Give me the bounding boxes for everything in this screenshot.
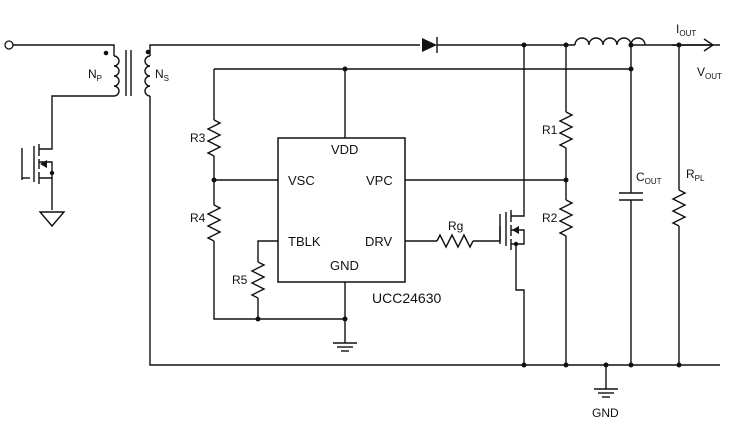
- ic-pin-drv: DRV: [365, 234, 393, 249]
- label-vout: VOUT: [697, 65, 722, 81]
- secondary-return-wire: [149, 96, 720, 366]
- ic-pin-vsc: VSC: [288, 173, 315, 188]
- output-inductor: [574, 37, 646, 46]
- ic-part-name: UCC24630: [372, 290, 441, 306]
- junction-gnd-rpl: [676, 362, 682, 368]
- resistor-rpl: [671, 189, 687, 227]
- label-iout: IOUT: [676, 22, 696, 38]
- output-ground-symbol: [594, 388, 618, 398]
- ic-pin-tblk: TBLK: [288, 234, 321, 249]
- primary-mosfet: [21, 136, 55, 210]
- label-ns: NS: [155, 67, 169, 83]
- ic-body: [277, 137, 406, 283]
- label-r3: R3: [190, 131, 206, 145]
- junction-r5-bottom: [255, 316, 261, 322]
- label-cout: COUT: [636, 170, 662, 186]
- rg-to-gate-wire: [473, 226, 501, 242]
- primary-dot: [103, 50, 109, 56]
- primary-ground-symbol: [38, 211, 66, 228]
- junction-gnd-mosfet: [521, 362, 527, 368]
- primary-winding: [113, 55, 120, 97]
- label-rg: Rg: [448, 219, 463, 233]
- resistor-rg: [436, 233, 474, 249]
- label-gnd: GND: [592, 406, 619, 420]
- output-diode: [422, 37, 438, 53]
- resistor-r5: [250, 261, 266, 299]
- secondary-winding: [144, 55, 151, 97]
- label-r1: R1: [542, 123, 558, 137]
- ic-pin-vdd: VDD: [331, 142, 358, 157]
- ic-pin-vpc: VPC: [366, 173, 393, 188]
- label-r5: R5: [232, 273, 248, 287]
- label-np: NP: [88, 67, 102, 83]
- junction-gnd-cout: [628, 362, 634, 368]
- primary-return-wire: [51, 95, 114, 136]
- junction-rpl-top: [676, 42, 682, 48]
- ic-pin-gnd: GND: [330, 258, 359, 273]
- resistor-r4: [206, 204, 222, 242]
- secondary-dot: [145, 49, 151, 55]
- secondary-top-wire: [149, 44, 420, 56]
- label-r2: R2: [542, 211, 558, 225]
- junction-gnd-r2: [563, 362, 569, 368]
- input-wire: [13, 44, 115, 56]
- r4-wire-bottom: [213, 241, 345, 320]
- label-r4: R4: [190, 211, 206, 225]
- label-rpl: RPL: [686, 167, 705, 183]
- ic-ground-symbol: [333, 342, 357, 352]
- resistor-r2: [558, 199, 574, 237]
- resistor-r3: [206, 119, 222, 157]
- secondary-mosfet: [499, 45, 525, 365]
- tblk-pin-wire: [257, 240, 278, 262]
- input-terminal: [4, 40, 14, 50]
- resistor-r1: [558, 111, 574, 149]
